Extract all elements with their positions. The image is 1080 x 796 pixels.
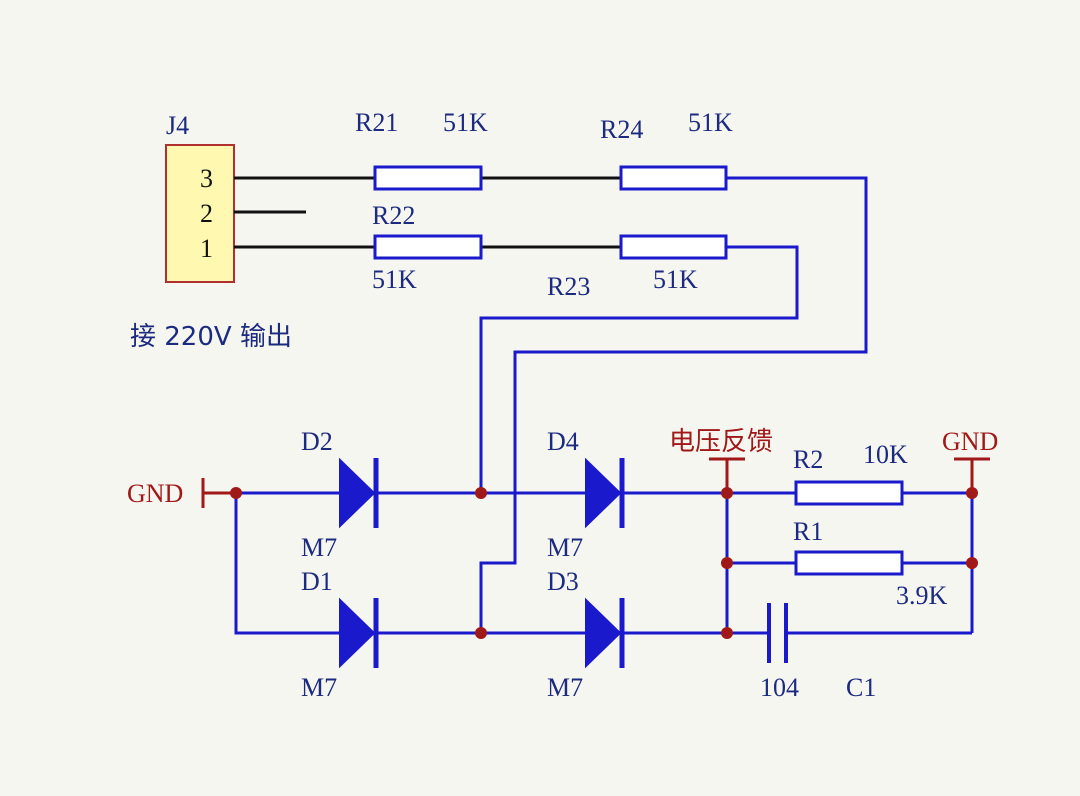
gnd-right-symbol: GND xyxy=(942,427,998,493)
capacitor-c1: 104 C1 xyxy=(760,603,876,702)
resistor-r1: R1 3.9K xyxy=(793,517,948,610)
gnd-left-symbol: GND xyxy=(127,478,236,508)
resistor-body xyxy=(794,550,904,576)
resistor-ref: R24 xyxy=(600,115,643,144)
diode-symbol xyxy=(585,597,622,669)
diode-ref: D4 xyxy=(547,427,579,456)
resistor-value: 10K xyxy=(863,440,908,469)
resistor-ref: R23 xyxy=(547,272,590,301)
feedback-label: 电压反馈 xyxy=(669,427,773,457)
junction-dot xyxy=(721,557,733,569)
resistor-ref: R21 xyxy=(355,108,398,137)
diode-ref: D3 xyxy=(547,567,579,596)
connector-pin-2: 2 xyxy=(200,199,213,228)
resistor-r21: R21 51K xyxy=(355,108,488,191)
resistor-r23: R23 51K xyxy=(547,234,728,301)
resistor-body xyxy=(373,165,483,191)
junction-dot xyxy=(721,627,733,639)
gnd-left-label: GND xyxy=(127,479,183,508)
wire-r24-to-node-bottom xyxy=(479,176,868,633)
diode-symbol xyxy=(585,457,622,529)
resistor-value: 51K xyxy=(653,265,698,294)
connector-ref: J4 xyxy=(166,111,189,140)
diode-symbol xyxy=(339,597,376,669)
resistor-value: 51K xyxy=(688,108,733,137)
resistor-body xyxy=(619,165,728,191)
diode-part: M7 xyxy=(301,673,337,702)
resistor-r24: R24 51K xyxy=(600,108,733,191)
diode-symbol xyxy=(339,457,376,529)
resistor-r22: R22 51K xyxy=(372,201,483,294)
feedback-net-symbol: 电压反馈 xyxy=(669,427,773,493)
junction-dot xyxy=(475,487,487,499)
resistor-ref: R2 xyxy=(793,445,823,474)
diode-d4: D4 M7 xyxy=(547,427,625,562)
resistor-value: 51K xyxy=(372,265,417,294)
junction-dot xyxy=(966,487,978,499)
diode-d3: D3 M7 xyxy=(547,567,625,702)
diode-part: M7 xyxy=(301,533,337,562)
junction-dot xyxy=(475,627,487,639)
resistor-body xyxy=(373,234,483,260)
diode-ref: D1 xyxy=(301,567,333,596)
connector-note: 接 220V 输出 xyxy=(130,322,292,352)
resistor-body xyxy=(619,234,728,260)
junction-dot xyxy=(966,557,978,569)
resistor-value: 3.9K xyxy=(896,581,948,610)
diode-part: M7 xyxy=(547,533,583,562)
diode-d1: D1 M7 xyxy=(301,567,379,702)
diode-part: M7 xyxy=(547,673,583,702)
connector-pin-3: 3 xyxy=(200,164,213,193)
junctions xyxy=(230,487,978,639)
gnd-right-label: GND xyxy=(942,427,998,456)
junction-dot xyxy=(721,487,733,499)
resistor-ref: R22 xyxy=(372,201,415,230)
connector-body xyxy=(165,144,235,283)
capacitor-ref: C1 xyxy=(846,673,876,702)
wire-r23-to-node-top xyxy=(479,245,799,493)
diode-ref: D2 xyxy=(301,427,333,456)
resistor-ref: R1 xyxy=(793,517,823,546)
capacitor-value: 104 xyxy=(760,673,799,702)
diode-d2: D2 M7 xyxy=(301,427,379,562)
resistor-body xyxy=(794,480,904,506)
resistor-value: 51K xyxy=(443,108,488,137)
connector-wires xyxy=(234,176,866,249)
connector-j4: J4 3 2 1 接 220V 输出 xyxy=(130,111,292,352)
junction-dot xyxy=(230,487,242,499)
connector-pin-1: 1 xyxy=(200,234,213,263)
resistor-r2: R2 10K xyxy=(793,440,908,506)
